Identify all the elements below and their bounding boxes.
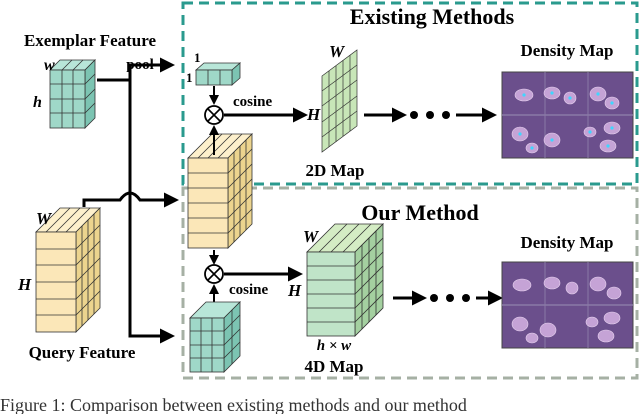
pool-arrow (97, 57, 175, 82)
map4d-W-label: W (303, 227, 320, 246)
figure-caption: Figure 1: Comparison between existing me… (0, 395, 467, 414)
exemplar-feature-cube (49, 59, 96, 129)
map-2d (321, 49, 358, 153)
existing-methods-title: Existing Methods (350, 4, 515, 29)
query-to-center-arrow (82, 191, 179, 208)
query-H-label: H (17, 275, 32, 294)
density-map-top-image (501, 71, 634, 159)
pooled-exemplar-vector (194, 62, 242, 86)
density-map-bottom-label: Density Map (520, 233, 613, 252)
query-W-label: W (36, 209, 53, 228)
query-feature-label: Query Feature (29, 343, 136, 362)
cosine-bottom-label: cosine (229, 282, 269, 298)
exemplar-h-label: h (33, 94, 42, 111)
exemplar-feature-label: Exemplar Feature (24, 31, 156, 50)
map2d-label: 2D Map (305, 161, 364, 180)
map4d-label: 4D Map (304, 357, 363, 376)
map2d-H-label: H (306, 105, 321, 124)
density-map-top-label: Density Map (520, 41, 613, 60)
query-feature-center-cube (187, 133, 253, 249)
our-method-title: Our Method (361, 200, 479, 225)
cosine-top-label: cosine (233, 94, 273, 110)
exemplar-w-label: w (44, 57, 55, 74)
exemplar-feature-bottom-cube (189, 301, 241, 373)
density-map-bottom-image (501, 261, 634, 349)
hw-label: h × w (317, 338, 352, 354)
dim-one-b: 1 (186, 70, 193, 85)
map2d-W-label: W (329, 42, 346, 61)
our-method-box (181, 186, 639, 380)
existing-methods-box (181, 1, 639, 186)
exemplar-branch-line (128, 80, 175, 344)
query-feature-cube (35, 207, 101, 333)
map4d-H-label: H (287, 281, 302, 300)
dim-one-a: 1 (194, 50, 201, 65)
map-4d-cube (306, 223, 384, 337)
